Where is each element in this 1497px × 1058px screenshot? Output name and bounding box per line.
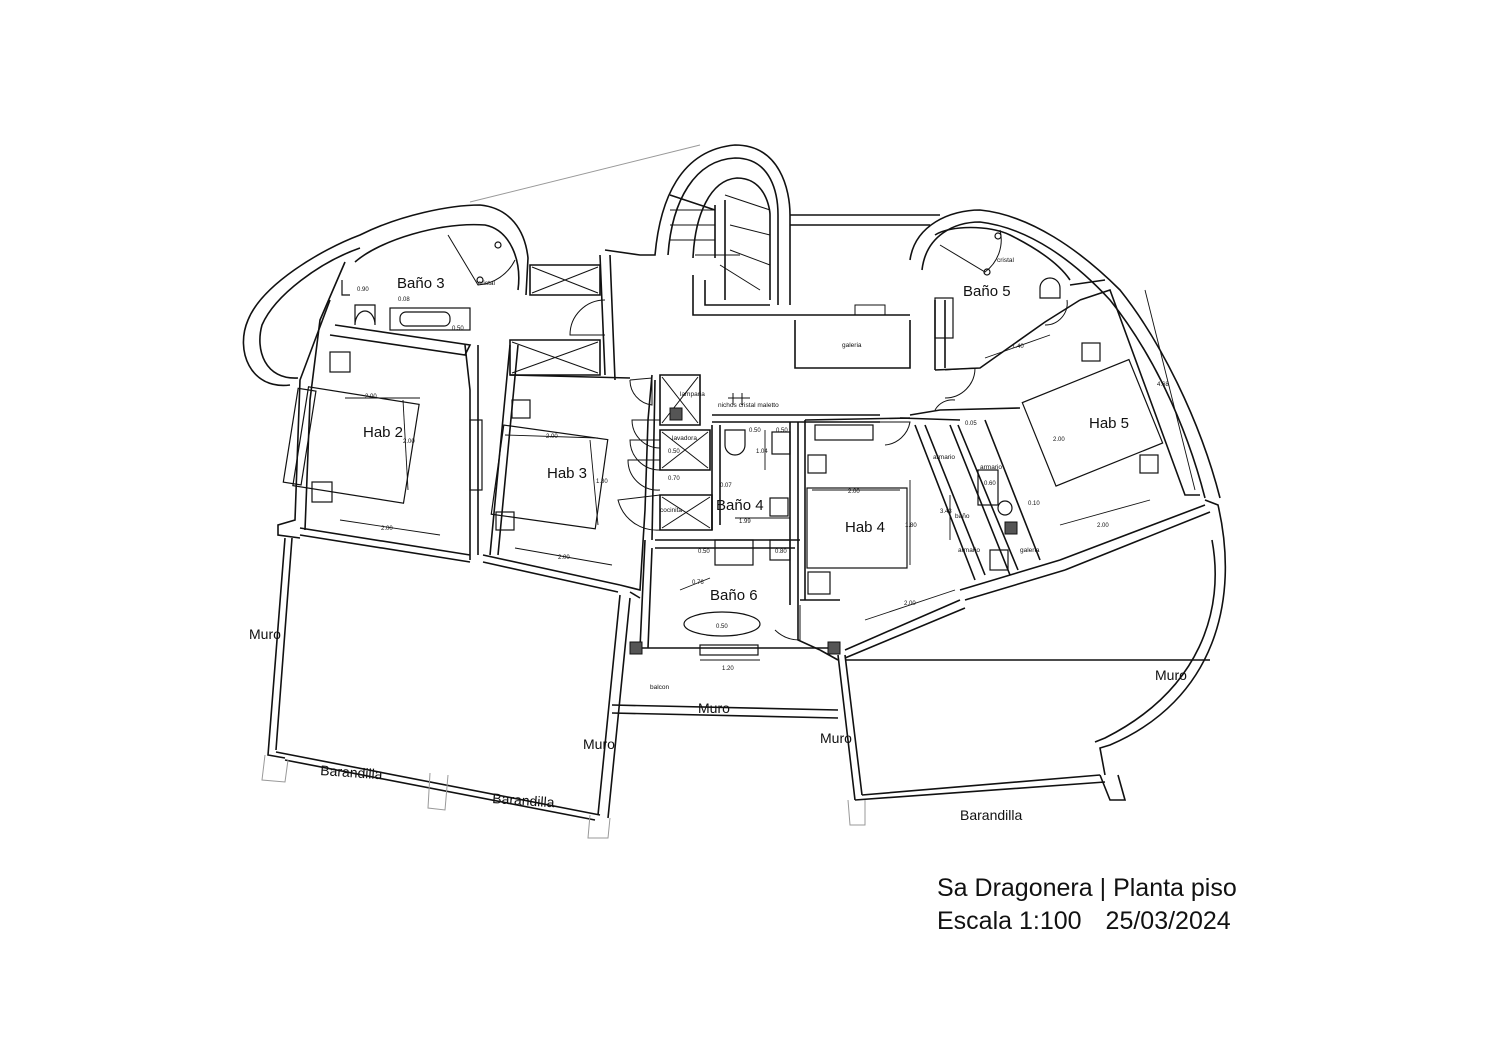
label-cristal-left: cristal: [478, 280, 496, 287]
room-label-bano3: Baño 3: [397, 275, 445, 292]
dim-bano6-bath: 0.50: [716, 624, 728, 630]
dim-hab3-bottom: 2.00: [558, 555, 570, 561]
dim-hab2-width: 2.00: [365, 394, 377, 400]
label-barandilla-2: Barandilla: [492, 790, 555, 810]
bed-hab4: [806, 487, 908, 569]
label-muro-center-left: Muro: [583, 736, 615, 752]
dimension-labels: 2.00 2.00 2.00 2.00 1.80 2.00 2.00 1.80 …: [357, 287, 1169, 672]
label-balcon: balcon: [650, 684, 670, 691]
dim-bano4-width: 1.99: [739, 519, 751, 525]
wall-labels: Muro Muro Muro Muro Muro Barandilla Bara…: [249, 626, 1187, 823]
label-nichos: nichos cristal maletto: [718, 402, 779, 409]
label-cocinita: cocinita: [660, 507, 682, 514]
scale-date-row: Escala 1:100 25/03/2024: [937, 905, 1237, 938]
room-label-hab3: Hab 3: [547, 465, 587, 482]
dim-hab4-bottom: 2.00: [904, 601, 916, 607]
dim-armario-gap: 0.05: [965, 421, 977, 427]
dim-balcony-window: 1.20: [722, 666, 734, 672]
furniture: [282, 232, 1164, 656]
dim-hab5-bottom: 2.00: [1097, 523, 1109, 529]
dim-bano3-wc: 0.90: [357, 287, 369, 293]
date-text: 25/03/2024: [1105, 907, 1231, 935]
bed-hab2: [292, 386, 420, 504]
doors: [447, 229, 1068, 641]
room-label-hab4: Hab 4: [845, 519, 885, 536]
label-muro-right: Muro: [1155, 667, 1187, 683]
small-labels: cristal cristal galeria lamparia nichos …: [478, 257, 1040, 691]
dim-hab3-width: 2.00: [546, 434, 558, 440]
label-lavadora: lavadora: [672, 435, 697, 442]
label-armario-1: armario: [933, 454, 955, 461]
dim-bano4-gap: 0.07: [720, 483, 732, 489]
dim-bano6-door: 0.76: [692, 580, 704, 586]
dim-lavadora: 0.50: [668, 449, 680, 455]
label-bano-small: baño: [955, 513, 970, 520]
dim-hab4-width: 2.00: [848, 489, 860, 495]
room-label-hab2: Hab 2: [363, 424, 403, 441]
title-row: Sa Dragonera | Planta piso: [937, 872, 1237, 905]
title-block: Sa Dragonera | Planta piso Escala 1:100 2…: [937, 872, 1237, 938]
label-lamparia: lamparia: [680, 391, 705, 398]
dim-bano6-wc: 0.80: [775, 549, 787, 555]
room-label-bano6: Baño 6: [710, 587, 758, 604]
bed-hab3: [490, 424, 609, 530]
dim-hab5-depth: 2.00: [1053, 437, 1065, 443]
dim-corridor-core: 0.70: [668, 476, 680, 482]
room-label-bano5: Baño 5: [963, 283, 1011, 300]
title-separator: |: [1099, 874, 1107, 902]
room-label-bano4: Baño 4: [716, 497, 764, 514]
dim-armario-depth: 0.60: [984, 481, 996, 487]
label-barandilla-3: Barandilla: [960, 807, 1022, 823]
label-armario-3: armario: [958, 547, 980, 554]
label-muro-center-right: Muro: [820, 730, 852, 746]
columns: [629, 407, 1018, 655]
room-label-hab5: Hab 5: [1089, 415, 1129, 432]
dim-corridor-right: 3.43: [940, 509, 952, 515]
dim-bano4-wc: 0.50: [776, 428, 788, 434]
label-galeria-top: galeria: [842, 342, 862, 349]
dim-bano4-depth: 1.04: [756, 449, 768, 455]
label-barandilla-1: Barandilla: [320, 762, 383, 782]
dim-bano3-gap: 0.08: [398, 297, 410, 303]
dim-bano3-tub: 0.50: [452, 326, 464, 332]
label-muro-balcony: Muro: [698, 700, 730, 716]
dimension-lines: [339, 289, 1196, 661]
label-armario-2: armario: [980, 464, 1002, 471]
dim-bano6-sink: 0.50: [698, 549, 710, 555]
room-labels: Baño 3 Baño 5 Hab 2 Hab 3 Hab 4 Hab 5 Ba…: [363, 275, 1129, 604]
bed-hab5: [1021, 358, 1164, 487]
scale-text: Escala 1:100: [937, 907, 1082, 935]
dim-hab5-wall: 4.68: [1157, 382, 1169, 388]
project-name: Sa Dragonera: [937, 874, 1093, 902]
label-muro-left: Muro: [249, 626, 281, 642]
outer-walls: [242, 144, 1227, 839]
dim-bano4-sink: 0.50: [749, 428, 761, 434]
dim-hab3-depth: 1.80: [596, 479, 608, 485]
dim-right-gap: 0.10: [1028, 501, 1040, 507]
label-galeria-right: galeria: [1020, 547, 1040, 554]
sheet-name: Planta piso: [1113, 874, 1237, 902]
dim-hab2-bottom: 2.00: [381, 526, 393, 532]
dim-hab4-depth: 1.80: [905, 523, 917, 529]
label-cristal-right: cristal: [997, 257, 1015, 264]
dim-hab2-depth: 2.00: [403, 439, 415, 445]
dim-bano5-width: 1.40: [1012, 344, 1024, 350]
